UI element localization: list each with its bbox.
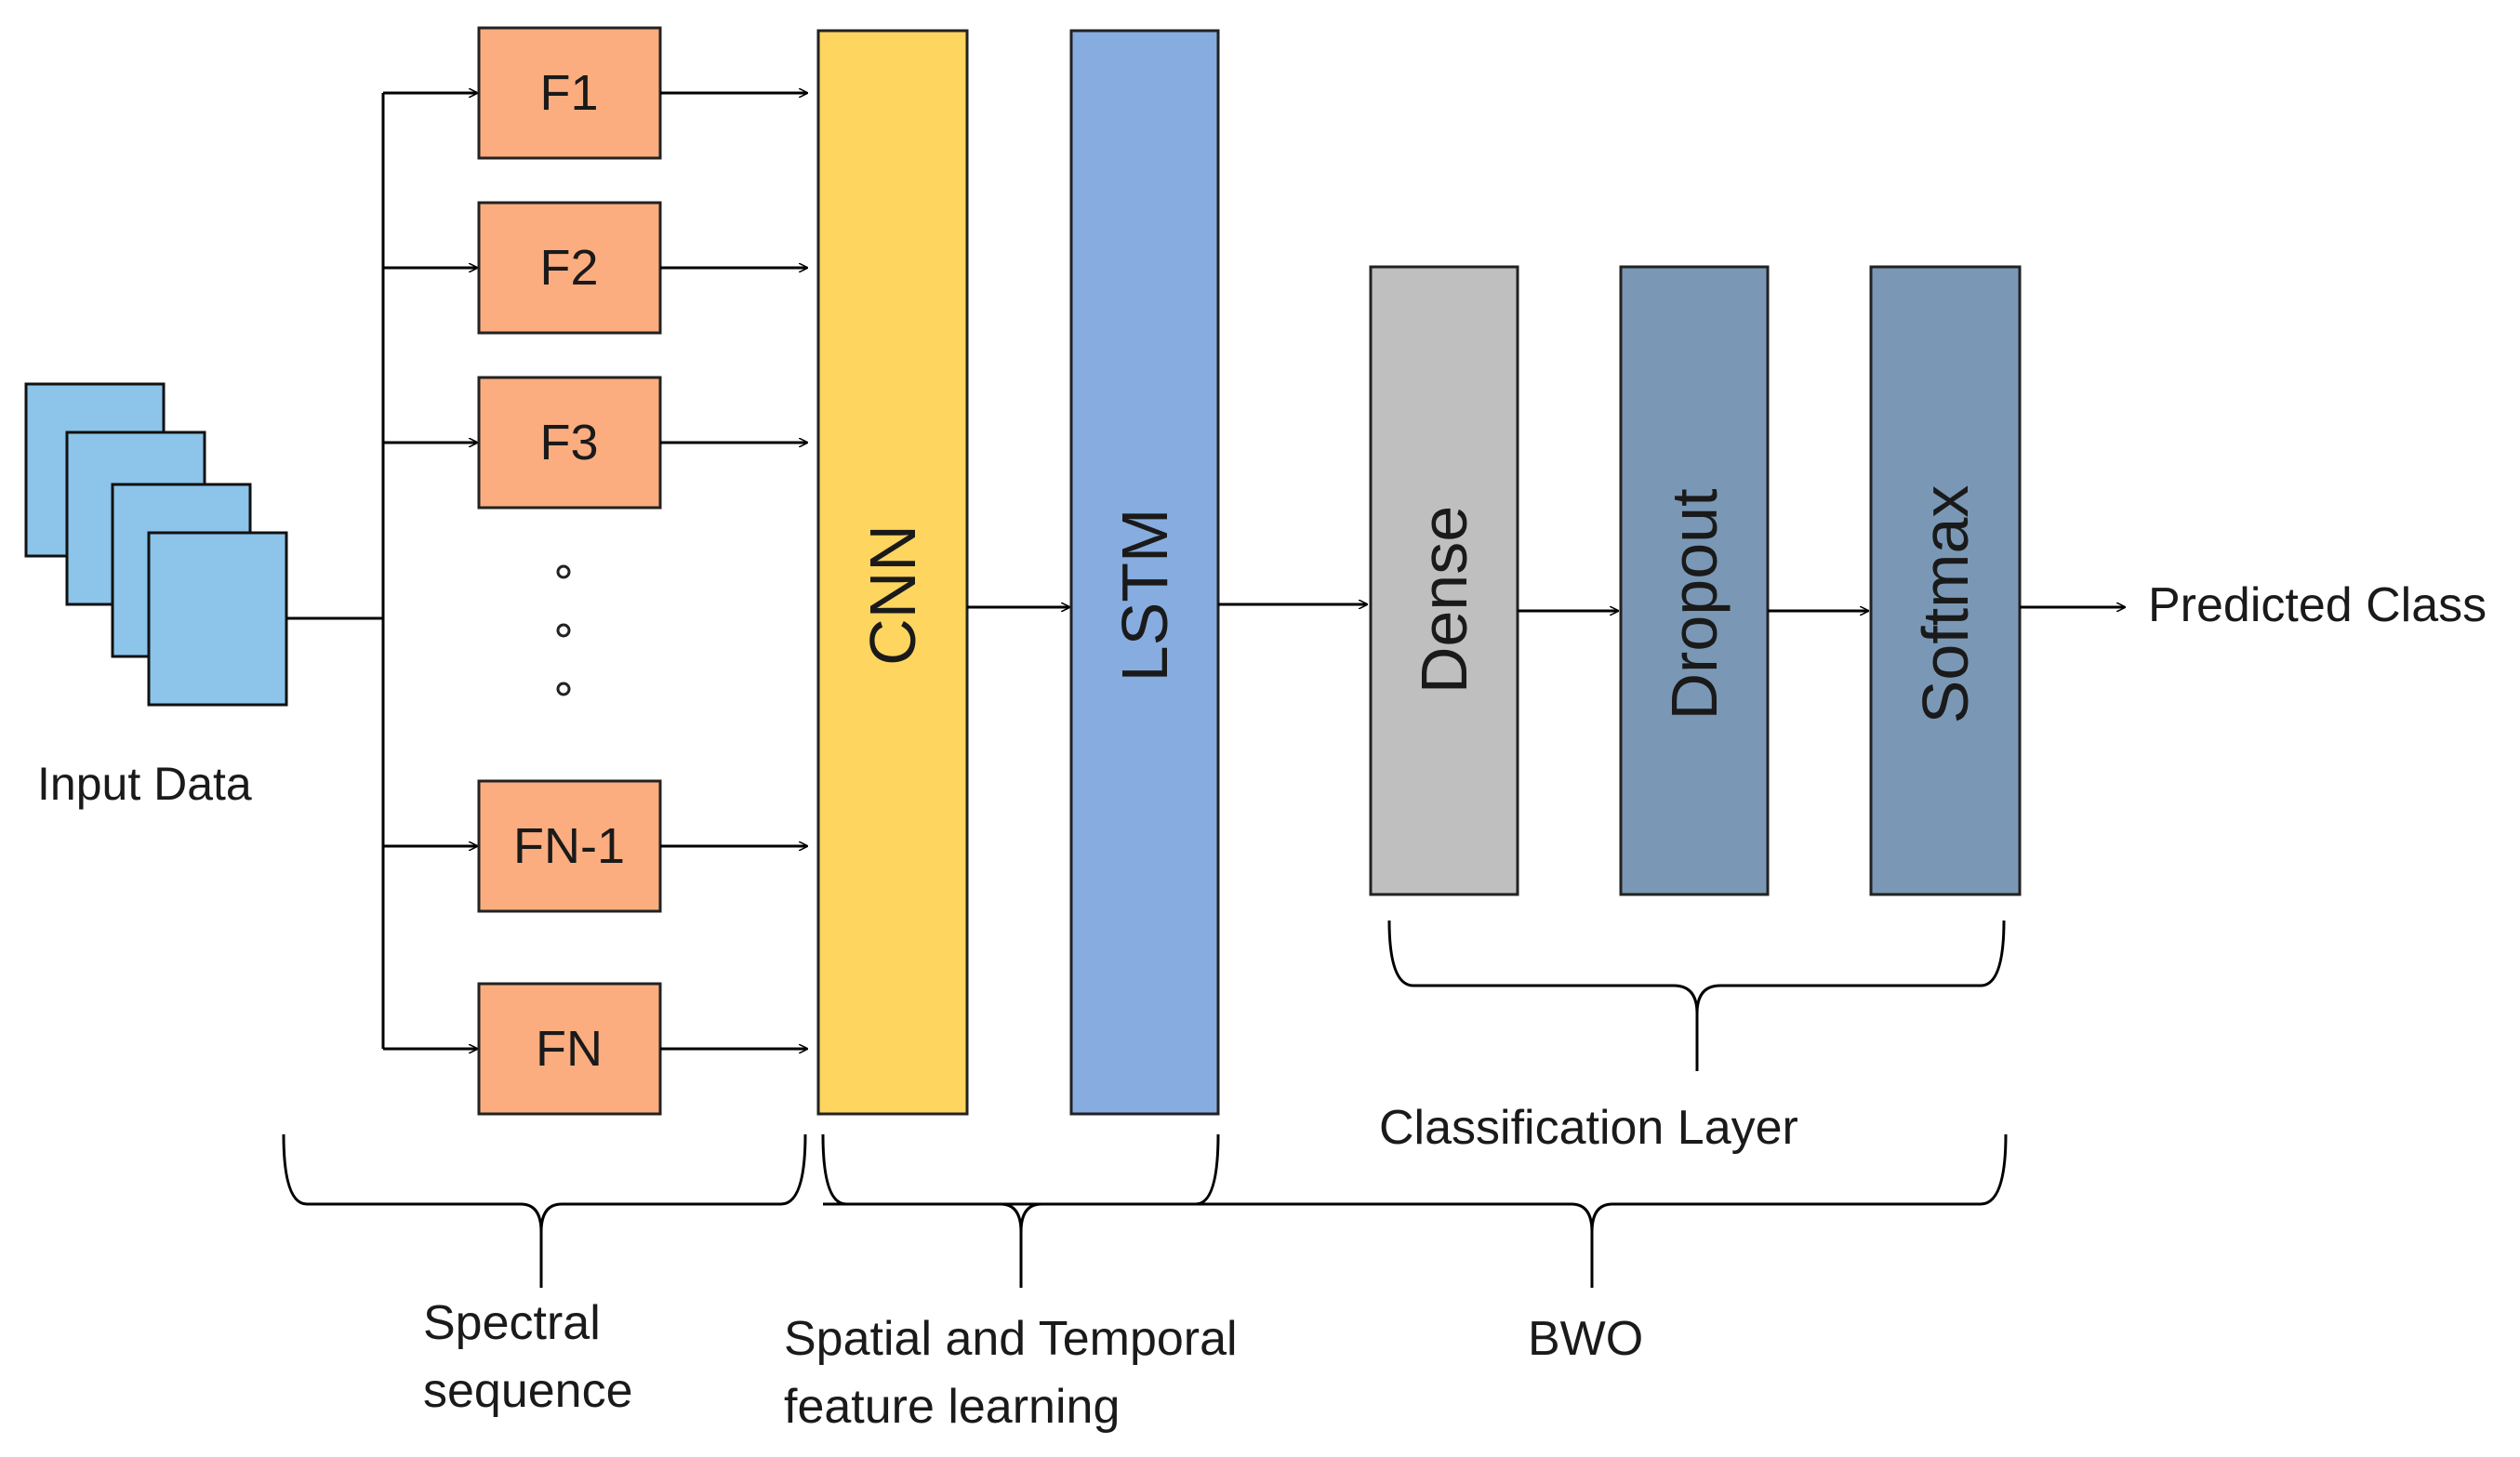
filter-box-f3: F3: [477, 376, 662, 510]
classification-layer-brace: [1387, 920, 2006, 1071]
filter-label: F1: [539, 65, 598, 121]
filter-label: F2: [539, 240, 598, 296]
dropout-label: Dropout: [1658, 488, 1731, 720]
filter-box-f1: F1: [477, 26, 662, 160]
spatial-temporal-brace: [821, 1133, 1220, 1288]
lstm-layer: LSTM: [1069, 29, 1220, 1116]
predicted-class-label: Predicted Class: [2148, 578, 2487, 632]
lstm-label: LSTM: [1108, 509, 1181, 682]
input-sheet: [147, 531, 288, 707]
input-data-stack: [24, 382, 288, 707]
filter-to-cnn-arrows: [660, 93, 807, 1049]
bwo-brace: [823, 1133, 2008, 1288]
spectral-sequence-label-line1: Spectral: [423, 1296, 601, 1350]
softmax-layer: Softmax: [1869, 265, 2022, 896]
spectral-sequence-label-line2: sequence: [423, 1364, 633, 1418]
filter-box-f2: F2: [477, 201, 662, 335]
ellipsis-dots: [556, 564, 571, 696]
filter-label: FN-1: [513, 818, 625, 874]
filter-box-fn: FN: [477, 982, 662, 1116]
dropout-layer: Dropout: [1619, 265, 1770, 896]
softmax-label: Softmax: [1909, 485, 1982, 724]
input-splitter: [286, 93, 477, 1049]
dense-layer: Dense: [1369, 265, 1519, 896]
filter-label: F3: [539, 415, 598, 470]
spatial-temporal-label-line2: feature learning: [784, 1380, 1120, 1434]
spatial-temporal-label-line1: Spatial and Temporal: [784, 1312, 1238, 1366]
cnn-layer: CNN: [816, 29, 969, 1116]
bwo-label: BWO: [1528, 1312, 1643, 1366]
classification-layer-label: Classification Layer: [1379, 1101, 1798, 1155]
filter-box-fn-1: FN-1: [477, 779, 662, 913]
dense-label: Dense: [1408, 506, 1480, 694]
input-data-label: Input Data: [37, 758, 252, 810]
spectral-sequence-brace: [282, 1133, 807, 1288]
filter-label: FN: [536, 1021, 603, 1077]
cnn-label: CNN: [856, 524, 929, 666]
